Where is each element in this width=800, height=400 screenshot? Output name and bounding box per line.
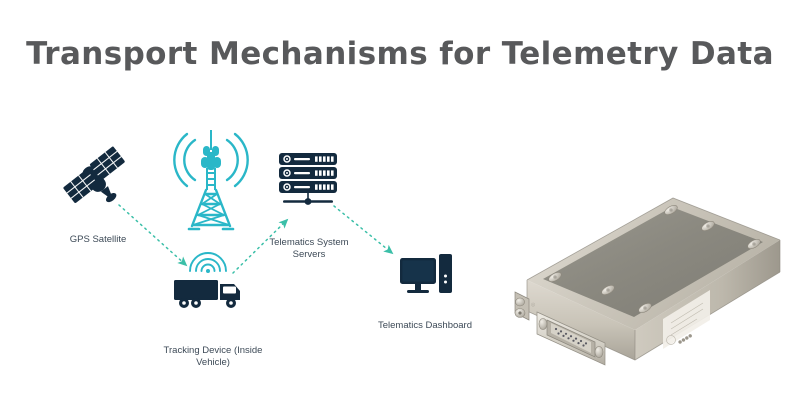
device-screw-tabs <box>548 205 761 313</box>
node-telematics-dashboard[interactable] <box>398 252 456 302</box>
device-front-face <box>527 280 635 360</box>
desktop-computer-icon <box>400 254 452 293</box>
label-telematics-dashboard: Telematics Dashboard <box>378 320 472 331</box>
label-telematics-servers: Telematics System Servers <box>269 237 349 260</box>
truck-icon <box>174 252 240 308</box>
cell-tower-icon <box>173 130 249 231</box>
label-tracking-device: Tracking Device (Inside Vehicle) <box>163 345 263 368</box>
satellite-icon <box>63 146 125 203</box>
node-telematics-servers[interactable] <box>273 152 343 208</box>
node-tracking-device[interactable] <box>160 248 256 314</box>
device-top-plate <box>543 207 763 317</box>
product-photo-telemetry-unit: ●●●● <box>495 180 795 375</box>
device-front-marking: ◎ <box>531 302 536 308</box>
svg-text:◎: ◎ <box>531 302 536 308</box>
server-stack-icon <box>279 153 337 205</box>
device-coax-connector <box>514 291 530 321</box>
page-title: Transport Mechanisms for Telemetry Data <box>26 36 774 72</box>
label-gps-satellite: GPS Satellite <box>69 234 127 245</box>
device-db25-connector <box>536 311 606 366</box>
node-gps-satellite[interactable] <box>58 143 138 213</box>
node-cell-tower[interactable] <box>165 128 257 232</box>
